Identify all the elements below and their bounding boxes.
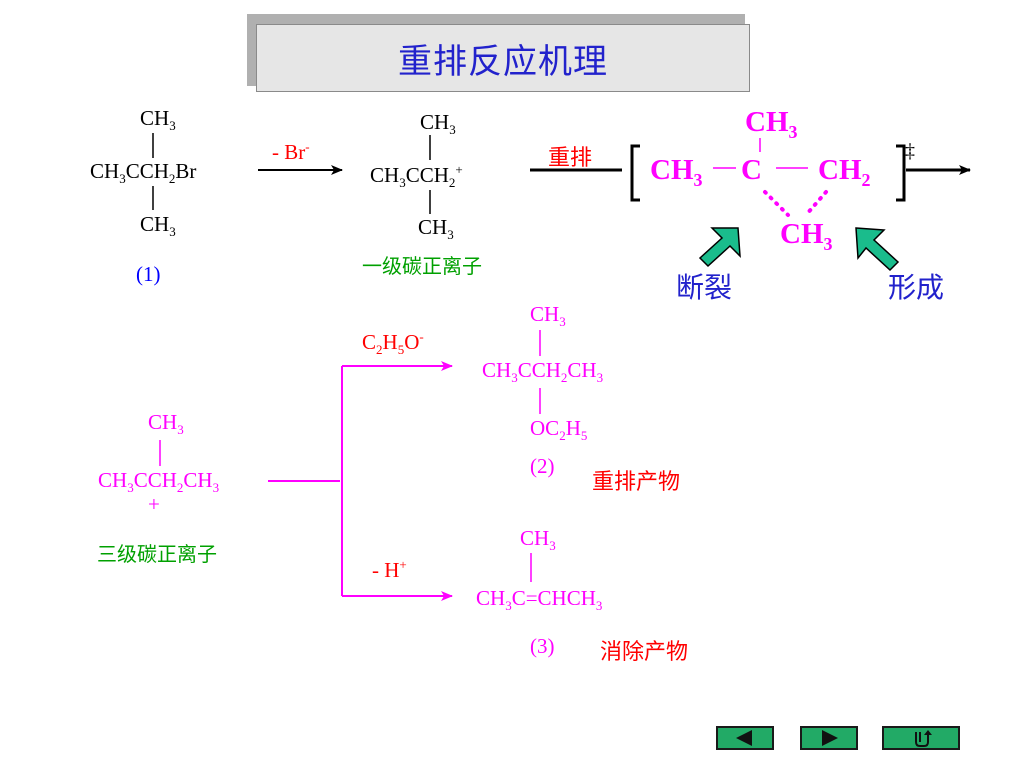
- prev-button[interactable]: [716, 726, 774, 750]
- next-button[interactable]: [800, 726, 858, 750]
- form-label: 形成: [888, 271, 945, 304]
- ts-bottom-methyl: CH3: [780, 218, 833, 254]
- lower-reagent: - H+: [372, 557, 407, 582]
- c1-caption: 一级碳正离子: [362, 254, 482, 278]
- r1-label: (1): [136, 262, 161, 286]
- arrow2-label: 重排: [548, 146, 593, 171]
- upper-reagent: C2H5O-: [362, 329, 424, 358]
- p2-label: (2): [530, 454, 555, 478]
- page-title: 重排反应机理: [398, 41, 608, 82]
- r1-formula: CH3CCH2Br: [90, 159, 197, 187]
- p2-formula: CH3CCH2CH3: [482, 358, 604, 386]
- arrow1-label: - Br-: [272, 139, 310, 164]
- p3-formula: CH3C=CHCH3: [476, 586, 603, 614]
- ts-left-methyl: CH3: [650, 154, 703, 190]
- c3-caption: 三级碳正离子: [97, 542, 217, 566]
- c3-top-methyl: CH3: [148, 410, 184, 438]
- break-label: 断裂: [676, 271, 733, 304]
- c3-plus: +: [148, 492, 160, 516]
- ts-center-carbon: C: [741, 154, 762, 186]
- arrow-break-icon: [698, 227, 741, 268]
- ts-right-methylene: CH2: [818, 154, 871, 190]
- partial-bond-right: [804, 190, 828, 217]
- p2-top-methyl: CH3: [530, 302, 566, 330]
- p3-caption: 消除产物: [600, 640, 689, 665]
- p3-top-methyl: CH3: [520, 526, 556, 554]
- triangle-left-icon: [736, 730, 752, 746]
- return-icon: [915, 730, 932, 747]
- r1-bottom-methyl: CH3: [140, 212, 176, 240]
- r1-top-methyl: CH3: [140, 106, 176, 134]
- c1-bottom-methyl: CH3: [418, 215, 454, 243]
- title-box: 重排反应机理: [256, 24, 750, 92]
- partial-bond-left: [763, 190, 790, 217]
- return-button[interactable]: [882, 726, 960, 750]
- c1-formula: CH3CCH2+: [370, 162, 463, 191]
- bracket-right: [896, 144, 906, 202]
- ts-dagger: ‡: [905, 140, 915, 162]
- bracket-left: [630, 144, 640, 202]
- c3-formula: CH3CCH2CH3: [98, 468, 220, 496]
- arrow-form-icon: [855, 227, 900, 272]
- p2-ethoxy: OC2H5: [530, 416, 588, 444]
- p3-label: (3): [530, 634, 555, 658]
- c1-top-methyl: CH3: [420, 110, 456, 138]
- triangle-right-icon: [822, 730, 838, 746]
- ts-top-methyl: CH3: [745, 106, 798, 142]
- p2-caption: 重排产物: [592, 470, 681, 495]
